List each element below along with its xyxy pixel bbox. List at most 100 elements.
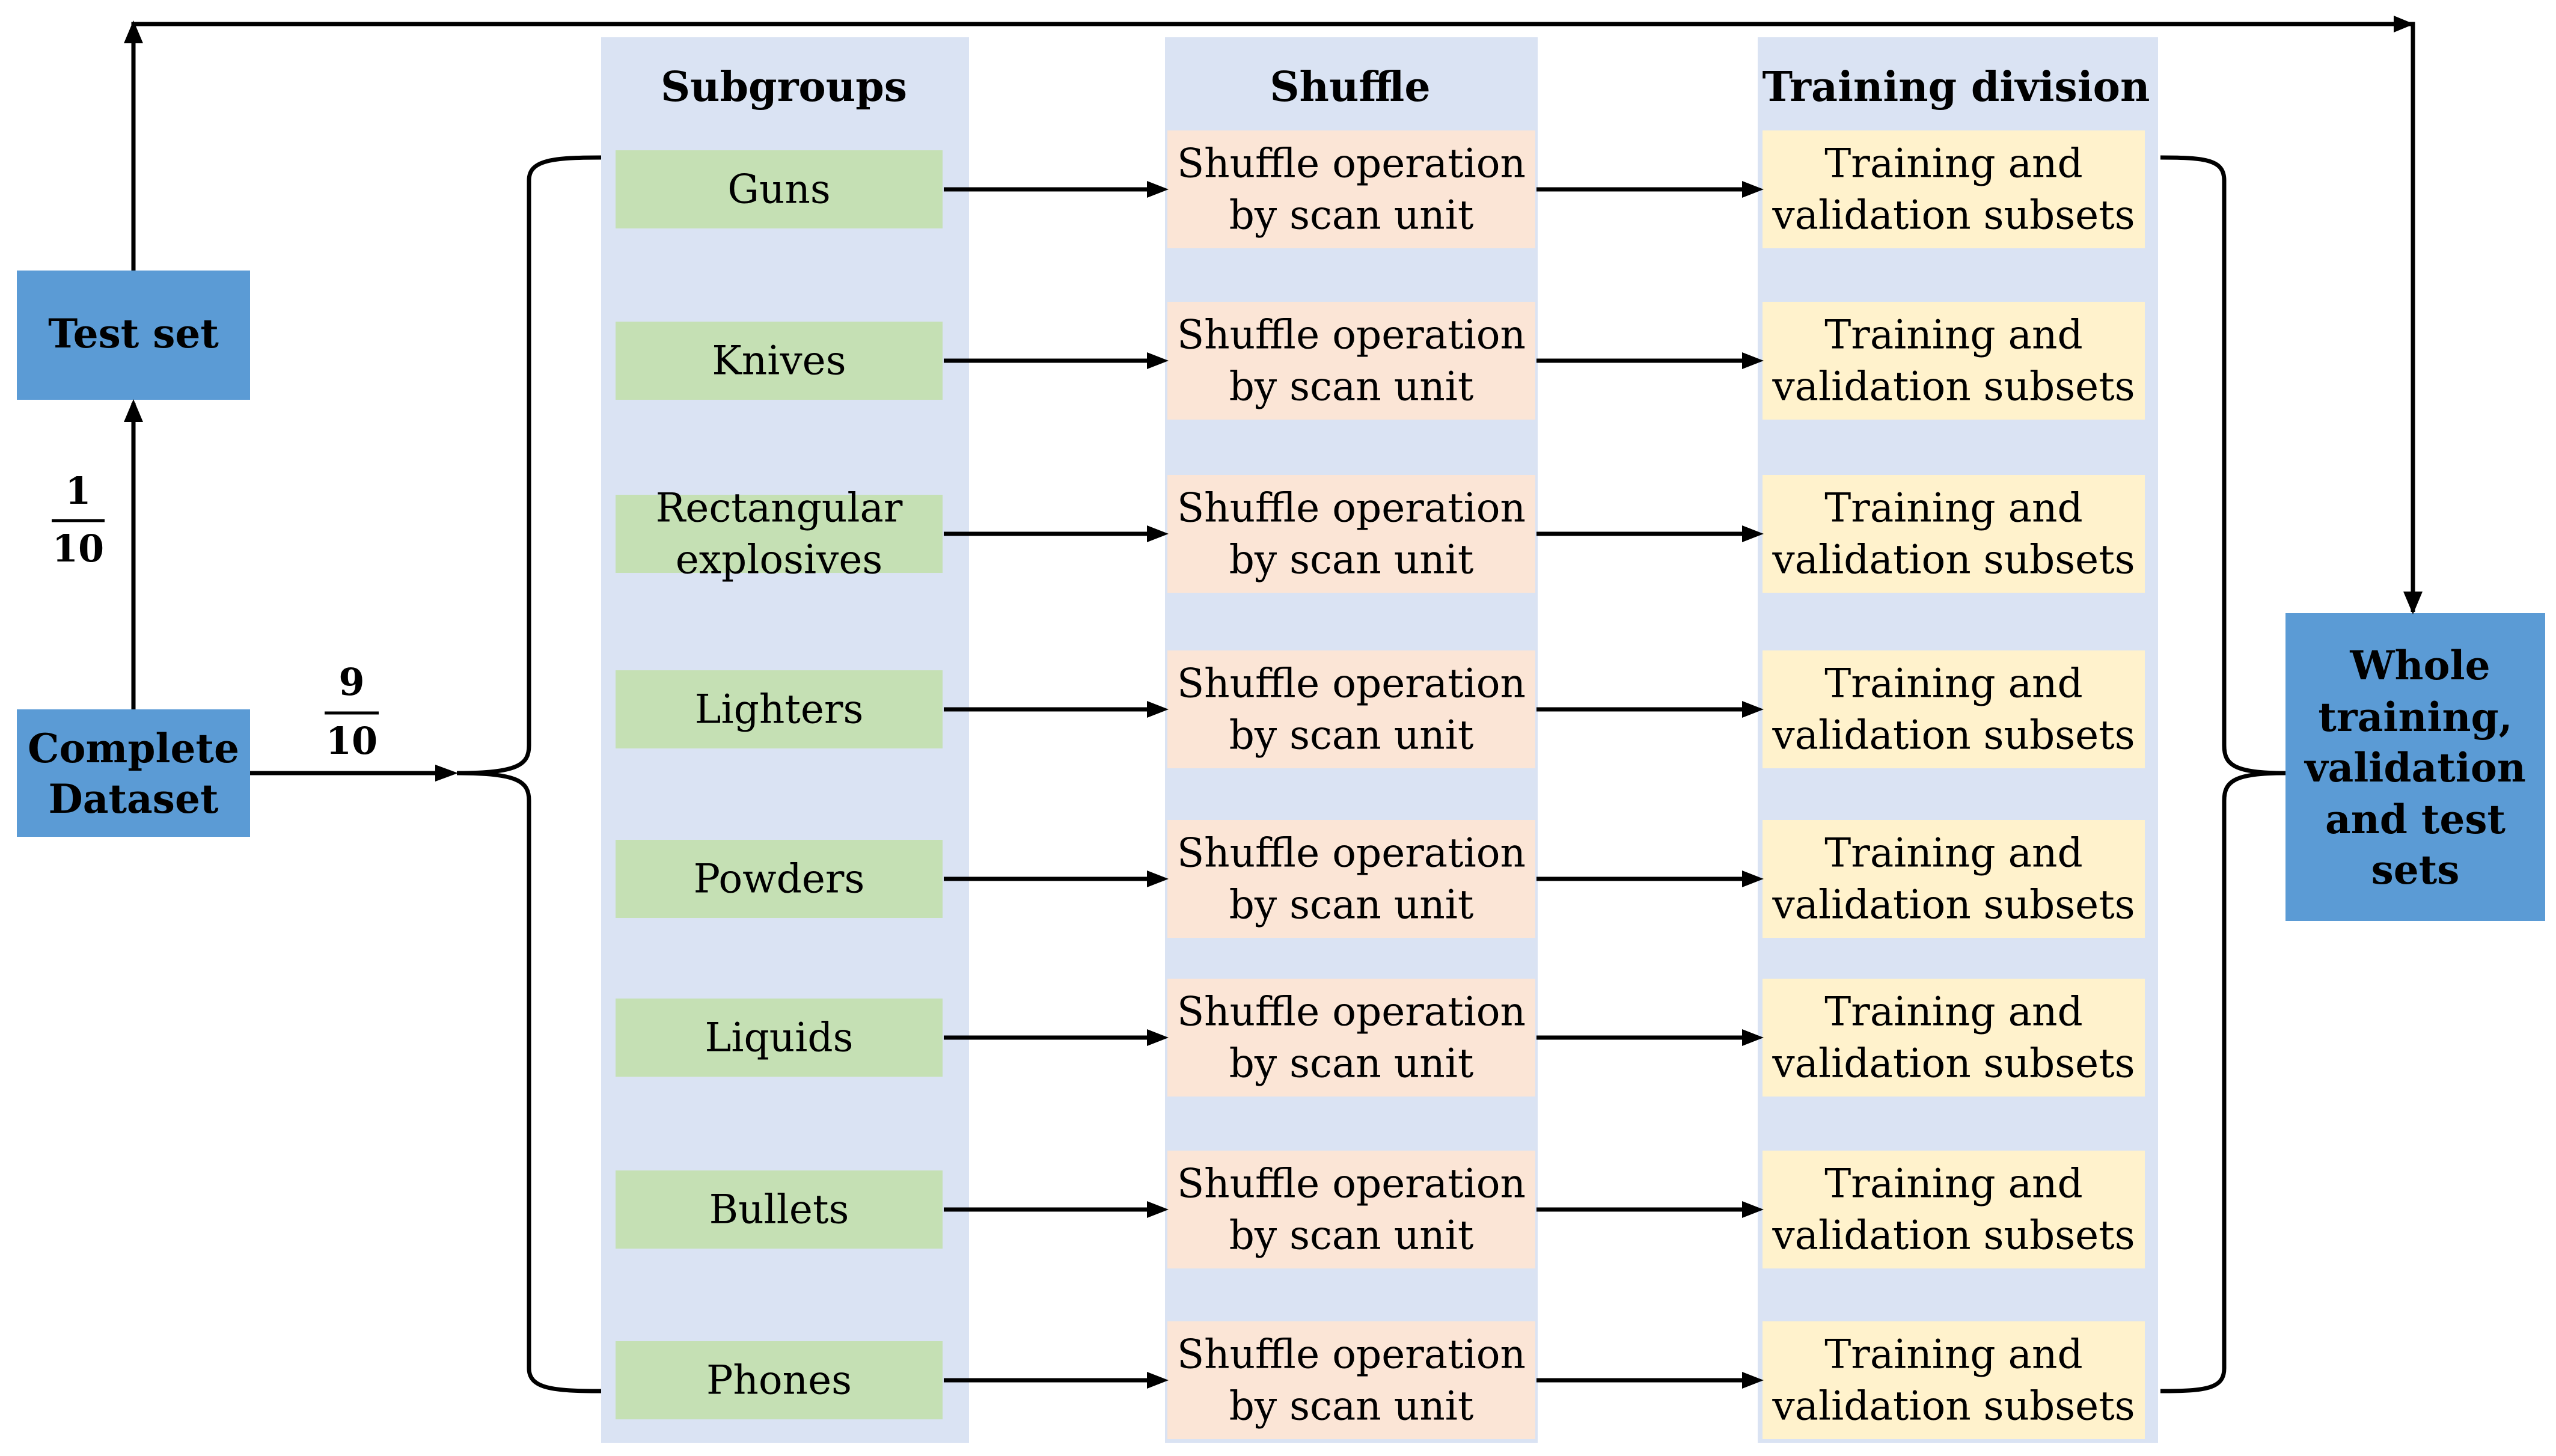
- whole-sets-line-2: training,: [2318, 694, 2512, 741]
- subgroup-box: [616, 999, 943, 1077]
- division-box: [1763, 475, 2145, 593]
- left-brace: [456, 155, 602, 1393]
- shuffle-label-line-1: Shuffle operation: [1177, 660, 1526, 706]
- test-set-box: [17, 271, 250, 400]
- shuffle-to-division-arrow-head: [1742, 352, 1764, 369]
- subgroup-box: [616, 1341, 943, 1419]
- test-set-label: Test set: [48, 310, 219, 357]
- division-box: [1763, 1321, 2145, 1439]
- shuffle-label-line-2: by scan unit: [1229, 712, 1474, 758]
- shuffle-box: [1167, 979, 1535, 1097]
- shuffle-label-line-1: Shuffle operation: [1177, 140, 1526, 186]
- division-label-line-1: Training and: [1824, 988, 2082, 1035]
- division-box: [1763, 979, 2145, 1097]
- shuffle-label-line-2: by scan unit: [1229, 536, 1474, 583]
- shuffle-box: [1167, 820, 1535, 938]
- shuffle-to-division-arrow-head: [1742, 181, 1764, 198]
- subgroup-to-shuffle-arrow-head: [1147, 1029, 1169, 1046]
- subgroups-header: Subgroups: [661, 63, 907, 111]
- shuffle-label-line-1: Shuffle operation: [1177, 830, 1526, 876]
- division-box: [1763, 302, 2145, 420]
- dataset-to-subgroups-arrowhead: [435, 765, 458, 782]
- shuffle-to-division-arrow-head: [1742, 1201, 1764, 1218]
- subgroup-to-shuffle-arrow-head: [1147, 525, 1169, 542]
- shuffle-box: [1167, 130, 1535, 248]
- subgroup-box: [616, 150, 943, 228]
- division-label-line-2: validation subsets: [1772, 712, 2135, 758]
- complete-dataset-box: [17, 709, 250, 837]
- shuffle-label-line-1: Shuffle operation: [1177, 485, 1526, 531]
- division-label-line-1: Training and: [1824, 1331, 2082, 1377]
- complete-dataset-label-line-2: Dataset: [49, 775, 219, 822]
- division-label-line-1: Training and: [1824, 140, 2082, 186]
- subgroup-box: [616, 1170, 943, 1249]
- division-box: [1763, 820, 2145, 938]
- whole-sets-line-4: and test: [2325, 796, 2506, 843]
- subgroup-to-shuffle-arrow-head: [1147, 1372, 1169, 1389]
- shuffle-label-line-2: by scan unit: [1229, 1212, 1474, 1258]
- top-loop-up-arrowhead: [124, 20, 143, 43]
- shuffle-label-line-1: Shuffle operation: [1177, 1331, 1526, 1377]
- shuffle-to-division-arrow-head: [1742, 701, 1764, 718]
- division-label-line-1: Training and: [1824, 311, 2082, 358]
- division-label-line-2: validation subsets: [1772, 192, 2135, 238]
- shuffle-label-line-2: by scan unit: [1229, 1040, 1474, 1086]
- shuffle-label-line-1: Shuffle operation: [1177, 988, 1526, 1035]
- division-label-line-2: validation subsets: [1772, 1040, 2135, 1086]
- top-loop-down-arrowhead: [2403, 592, 2423, 614]
- test-to-whole-arrow: [131, 22, 2415, 612]
- whole-sets-line-3: validation: [2304, 744, 2526, 791]
- whole-sets-line-5: sets: [2371, 846, 2460, 893]
- subgroup-to-shuffle-arrow-head: [1147, 181, 1169, 198]
- division-label-line-2: validation subsets: [1772, 881, 2135, 928]
- subgroup-label-line-1: Phones: [706, 1357, 852, 1403]
- subgroup-label-line-2: explosives: [676, 536, 883, 583]
- subgroup-label-line-1: Knives: [712, 337, 846, 384]
- subgroup-to-shuffle-arrow-head: [1147, 1201, 1169, 1218]
- shuffle-header: Shuffle: [1270, 63, 1430, 111]
- fraction-test-denominator: 10: [52, 527, 104, 570]
- division-label-line-2: validation subsets: [1772, 1212, 2135, 1258]
- division-box: [1763, 650, 2145, 768]
- shuffle-box: [1167, 650, 1535, 768]
- division-label-line-2: validation subsets: [1772, 1383, 2135, 1429]
- subgroup-label-line-1: Rectangular: [656, 485, 903, 531]
- subgroup-label-line-1: Lighters: [695, 686, 864, 732]
- subgroup-label-line-1: Powders: [694, 855, 865, 902]
- subgroup-to-shuffle-arrow-head: [1147, 870, 1169, 887]
- shuffle-label-line-2: by scan unit: [1229, 1383, 1474, 1429]
- shuffle-label-line-2: by scan unit: [1229, 881, 1474, 928]
- fraction-test-numerator: 1: [65, 469, 91, 513]
- shuffle-label-line-2: by scan unit: [1229, 363, 1474, 409]
- division-box: [1763, 130, 2145, 248]
- right-brace: [2160, 155, 2286, 1393]
- subgroup-label-line-1: Bullets: [709, 1186, 849, 1232]
- subgroup-box: [616, 840, 943, 918]
- shuffle-to-division-arrow-head: [1742, 1372, 1764, 1389]
- subgroup-label-line-1: Liquids: [705, 1014, 854, 1060]
- division-label-line-2: validation subsets: [1772, 536, 2135, 583]
- shuffle-box: [1167, 302, 1535, 420]
- fraction-train-numerator: 9: [338, 660, 364, 704]
- division-box: [1763, 1151, 2145, 1268]
- division-header: Training division: [1763, 63, 2150, 111]
- shuffle-label-line-2: by scan unit: [1229, 192, 1474, 238]
- shuffle-box: [1167, 475, 1535, 593]
- shuffle-box: [1167, 1151, 1535, 1268]
- shuffle-to-division-arrow-head: [1742, 870, 1764, 887]
- division-label-line-2: validation subsets: [1772, 363, 2135, 409]
- shuffle-label-line-1: Shuffle operation: [1177, 1160, 1526, 1207]
- complete-dataset-label-line-1: Complete: [28, 725, 239, 772]
- fraction-train-denominator: 10: [326, 719, 378, 763]
- division-label-line-1: Training and: [1824, 485, 2082, 531]
- shuffle-box: [1167, 1321, 1535, 1439]
- dataset-to-test-arrowhead: [124, 399, 143, 422]
- subgroup-label-line-1: Guns: [727, 166, 831, 212]
- whole-sets-line-1: Whole: [2349, 642, 2490, 689]
- subgroup-box: [616, 495, 943, 573]
- shuffle-to-division-arrow-head: [1742, 1029, 1764, 1046]
- division-label-line-1: Training and: [1824, 660, 2082, 706]
- subgroup-to-shuffle-arrow-head: [1147, 352, 1169, 369]
